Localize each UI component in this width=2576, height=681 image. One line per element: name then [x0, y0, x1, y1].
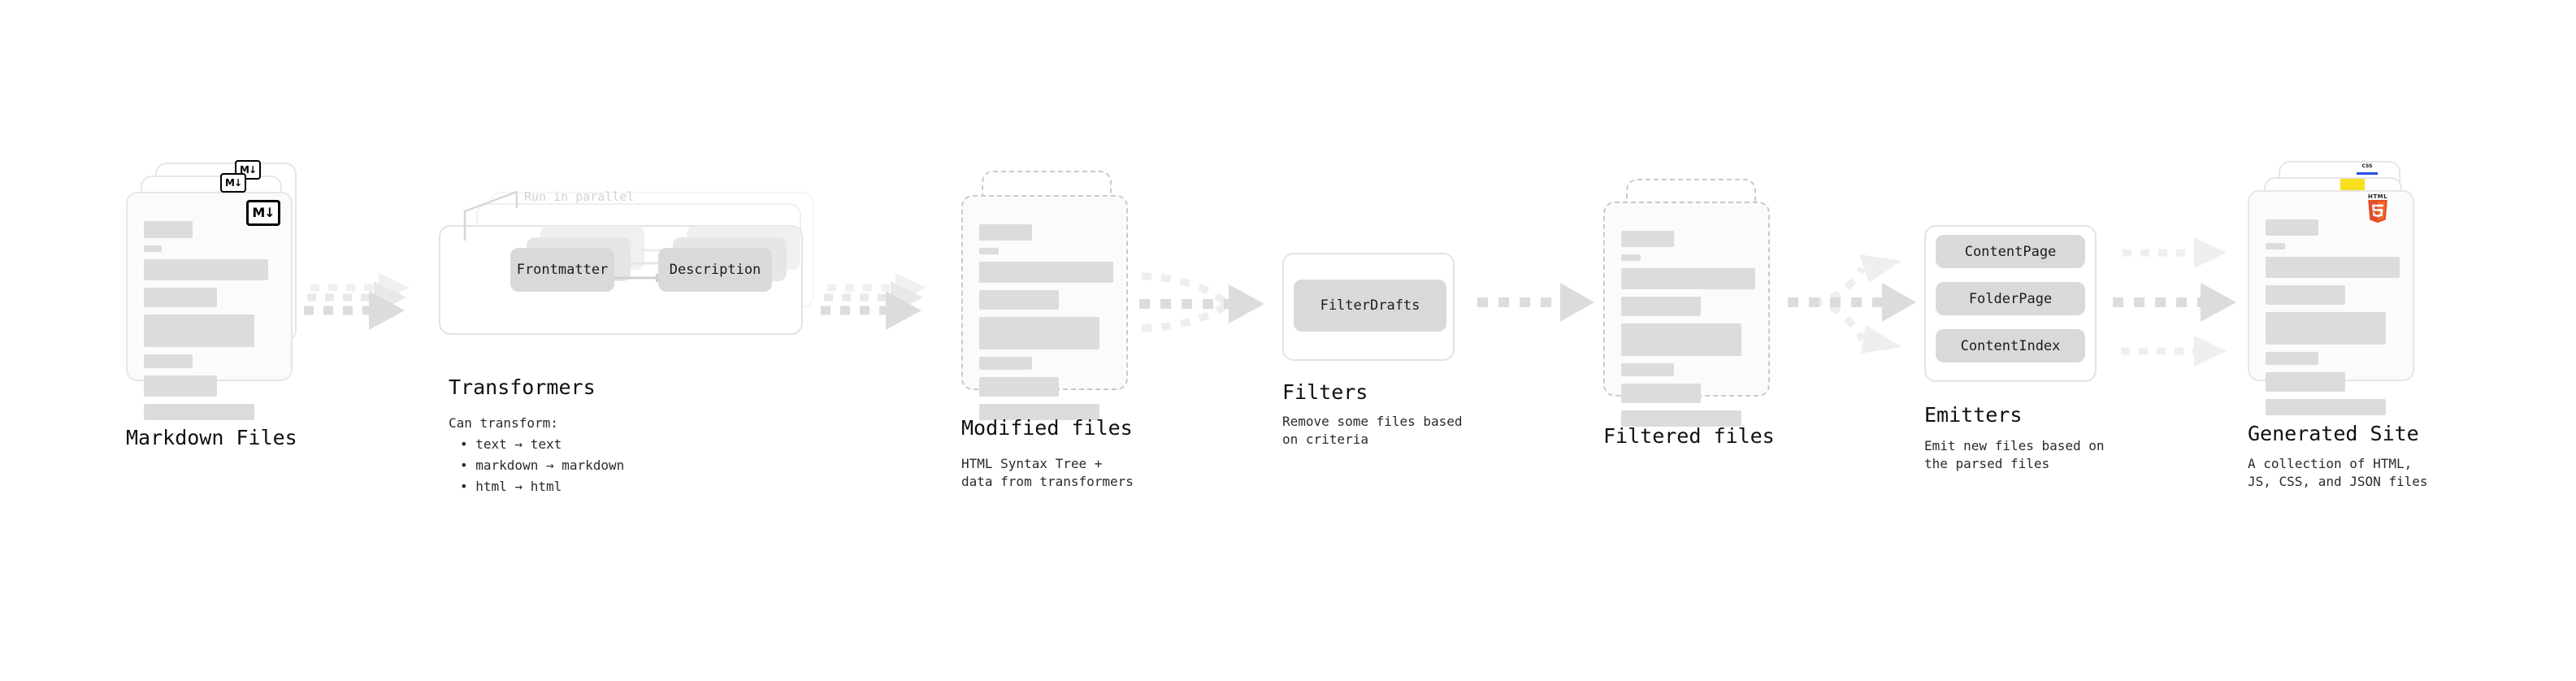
transformers-bullet-0: • text → text: [460, 436, 562, 452]
filtered-files-title: Filtered files: [1603, 424, 1775, 448]
contentpage-chip[interactable]: ContentPage: [1936, 235, 2085, 268]
generated-site-subtitle: A collection of HTML, JS, CSS, and JSON …: [2248, 456, 2428, 489]
transformers-bullet-1: • markdown → markdown: [460, 458, 625, 473]
modified-content-bars: [979, 224, 1113, 427]
frontmatter-chip[interactable]: Frontmatter: [510, 248, 614, 292]
contentindex-chip[interactable]: ContentIndex: [1936, 329, 2085, 362]
markdown-icon-front: M↓: [246, 200, 280, 226]
html5-icon: HTML: [2365, 193, 2391, 224]
transformers-bullet-2: • html → html: [460, 479, 562, 494]
emitters-title: Emitters: [1924, 403, 2023, 427]
site-content-bars: [2266, 219, 2400, 423]
markdown-sheet-front: [126, 192, 293, 420]
markdown-icon-mid: M↓: [220, 173, 246, 193]
connector-transformers-to-modified: [821, 273, 926, 330]
connector-modified-to-filters: [1139, 272, 1264, 332]
description-chip[interactable]: Description: [658, 248, 772, 292]
site-sheet-front: [2248, 190, 2414, 415]
generated-site-title: Generated Site: [2248, 422, 2419, 445]
modified-files-subtitle: HTML Syntax Tree + data from transformer…: [961, 456, 1134, 489]
css-icon: CSS: [2357, 163, 2378, 175]
transformers-title: Transformers: [449, 375, 596, 399]
html5-word: HTML: [2367, 193, 2388, 200]
filterdrafts-chip[interactable]: FilterDrafts: [1294, 280, 1446, 332]
filtered-sheet-front: [1603, 202, 1770, 427]
modified-files-title: Modified files: [961, 416, 1133, 440]
html5-shield: [2368, 200, 2387, 223]
markdown-content-bars: [144, 221, 275, 427]
filtered-content-bars: [1621, 231, 1755, 434]
folderpage-chip[interactable]: FolderPage: [1936, 282, 2085, 315]
filters-subtitle: Remove some files based on criteria: [1282, 414, 1463, 447]
modified-sheet-front: [961, 195, 1128, 420]
emitters-subtitle: Emit new files based on the parsed files: [1924, 438, 2105, 471]
connector-filters-to-filtered: [1477, 283, 1594, 322]
filters-title: Filters: [1282, 380, 1368, 404]
connector-emitters-to-site: [2113, 237, 2236, 367]
connector-md-to-transformers: [304, 273, 410, 330]
js-icon: [2340, 179, 2365, 190]
connector-filtered-to-emitters: [1788, 254, 1916, 354]
transformers-subtitle: Can transform:: [449, 415, 558, 431]
run-in-parallel-label: Run in parallel: [524, 189, 635, 204]
markdown-files-title: Markdown Files: [126, 426, 297, 449]
